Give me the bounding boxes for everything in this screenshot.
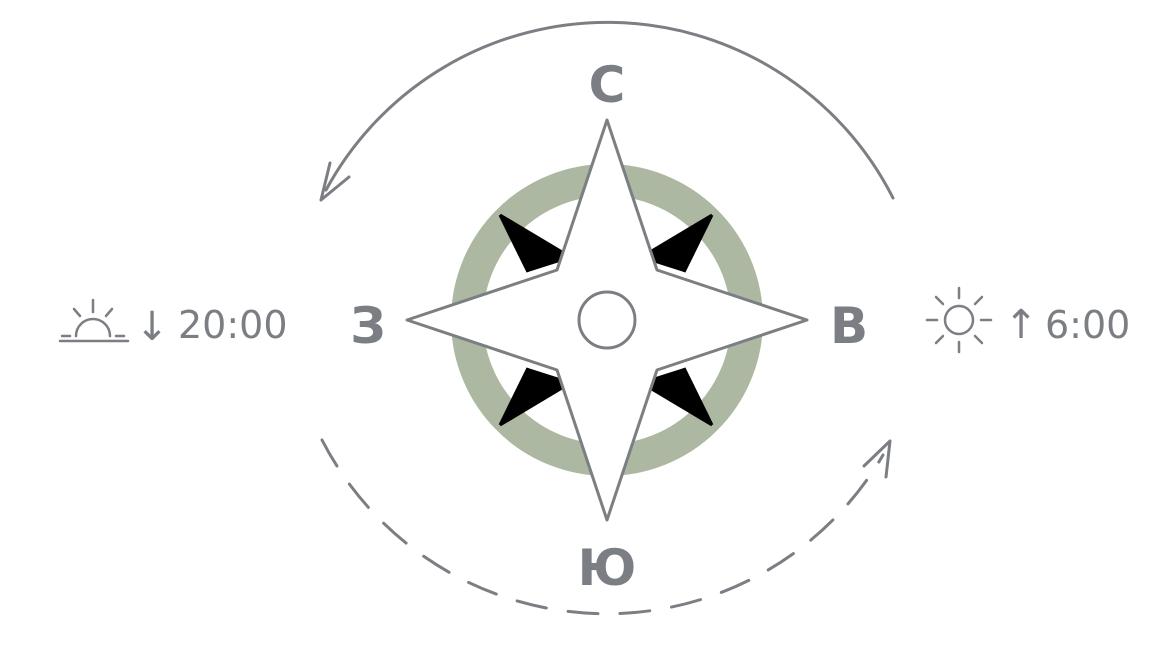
arc-arrowhead-bottom [864, 441, 890, 477]
sunset-info: ↓ 20:00 [60, 300, 288, 350]
sun-icon [927, 288, 991, 352]
sunrise-arrow: ↑ [1004, 302, 1038, 348]
sunrise-info: ↑ 6:00 [927, 288, 1130, 352]
west-label: З [350, 297, 386, 355]
sunrise-time: 6:00 [1045, 303, 1130, 347]
sunset-icon [60, 300, 128, 341]
north-label: С [589, 56, 626, 114]
sunset-arrow: ↓ [135, 304, 169, 350]
arc-arrowhead-top [321, 163, 349, 200]
sunset-time: 20:00 [178, 303, 288, 347]
compass-center [579, 292, 635, 348]
east-label: В [830, 297, 868, 355]
south-label: Ю [578, 539, 637, 597]
